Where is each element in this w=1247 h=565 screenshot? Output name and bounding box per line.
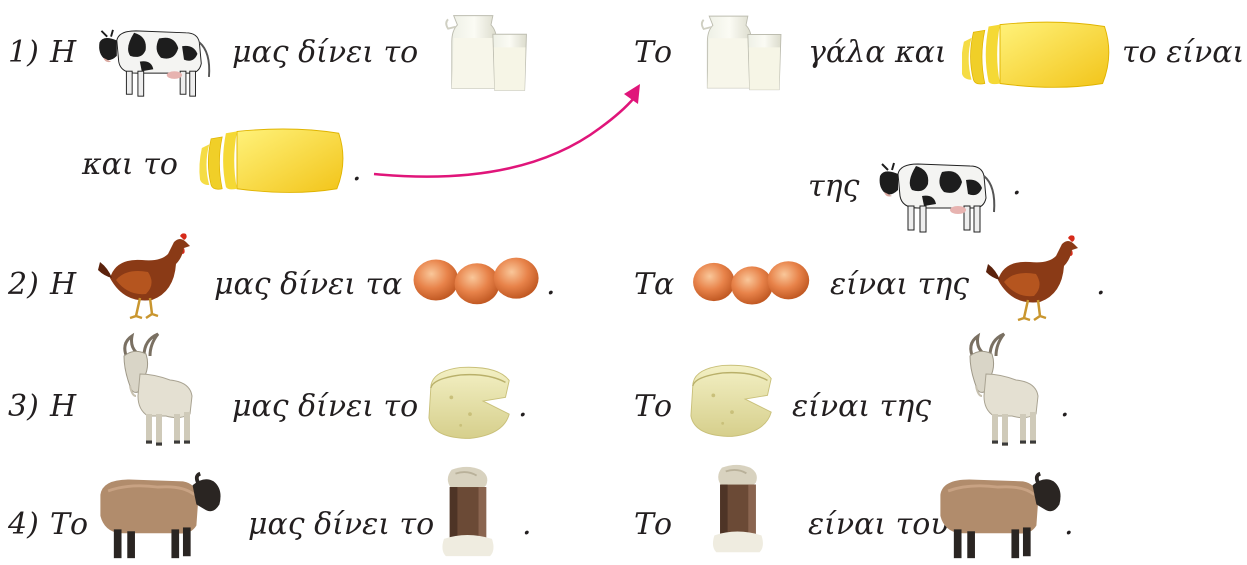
cheese-picture-right	[962, 14, 1114, 96]
row1-left-period: .	[352, 153, 362, 188]
row4-left-subject: Το	[50, 507, 89, 542]
row1-left-conjunction: και το	[82, 147, 178, 182]
row3-right-middle: είναι της	[792, 389, 932, 424]
sheep-picture-right	[930, 466, 1066, 562]
row3-left-period: .	[518, 389, 528, 424]
eggs-picture-right	[690, 256, 814, 308]
row4-left-verb: μας δίνει το	[248, 507, 435, 542]
row1-number: 1)	[8, 35, 39, 70]
row2-left-period: .	[546, 267, 556, 302]
cow-picture-right	[878, 136, 1008, 236]
row4-left-period: .	[522, 507, 532, 542]
row2-left-subject: Η	[50, 267, 77, 302]
row3-left-verb: μας δίνει το	[232, 389, 419, 424]
row3-right-period: .	[1060, 389, 1070, 424]
sheep-picture	[88, 466, 228, 562]
eggs-picture	[410, 252, 544, 308]
row1-right-of: της	[808, 169, 860, 204]
row2-number: 2)	[8, 267, 39, 302]
row3-left-subject: Η	[50, 389, 77, 424]
row3-number: 3)	[8, 389, 39, 424]
row2-right-period: .	[1096, 267, 1106, 302]
row3-right-start: Το	[634, 389, 673, 424]
row4-right-period: .	[1064, 507, 1074, 542]
goat-picture	[104, 330, 204, 450]
goat-picture-right	[950, 330, 1050, 450]
cheese-wheel-picture	[420, 360, 520, 444]
row2-right-middle: είναι της	[830, 267, 970, 302]
wool-picture	[436, 464, 498, 560]
hen-picture	[96, 232, 196, 322]
row4-number: 4)	[8, 507, 39, 542]
row1-left-verb: μας δίνει το	[232, 35, 419, 70]
cheese-wheel-picture-right	[682, 358, 782, 442]
row4-right-start: Το	[634, 507, 673, 542]
wool-picture-right	[708, 462, 766, 556]
row2-left-verb: μας δίνει τα	[214, 267, 403, 302]
row1-right-middle: γάλα και	[808, 35, 947, 70]
row1-right-period: .	[1012, 167, 1022, 202]
row1-right-tail: το είναι	[1122, 35, 1245, 70]
row2-right-start: Τα	[634, 267, 675, 302]
milk-picture-right	[700, 10, 792, 94]
row4-right-middle: είναι του	[808, 507, 949, 542]
hen-picture-right	[982, 234, 1086, 324]
row1-left-subject: Η	[50, 35, 77, 70]
row1-right-start: Το	[634, 35, 673, 70]
